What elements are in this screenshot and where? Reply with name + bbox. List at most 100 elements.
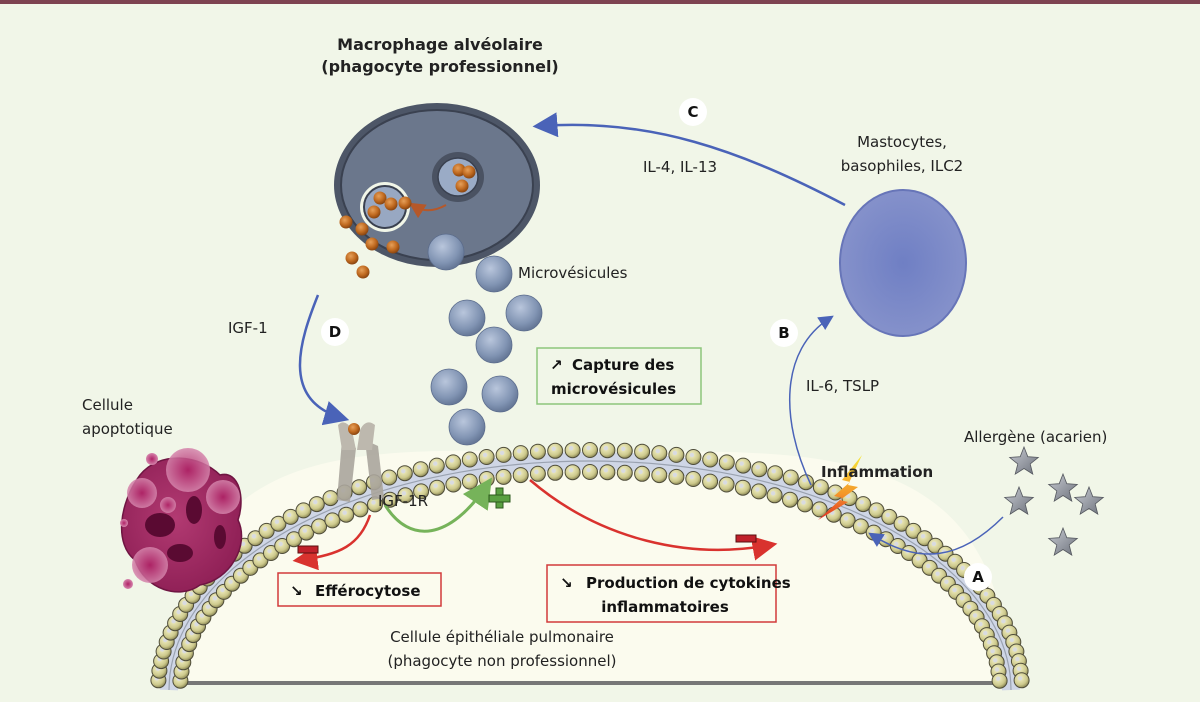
microvesicle (475, 326, 513, 364)
lipid-head (767, 465, 784, 482)
lipid-head (270, 515, 287, 532)
lipid-head (478, 471, 495, 487)
microvesicle (430, 368, 468, 406)
il4-il13-label: IL-4, IL-13 (643, 158, 717, 176)
mast-cell (839, 189, 967, 337)
svg-text:A: A (972, 568, 984, 586)
capture-box: ↗ Capture des microvésicules (536, 347, 702, 405)
lipid-head (782, 469, 799, 486)
apoptotic-body (355, 222, 369, 236)
macrophage-subtitle: (phagocyte professionnel) (321, 57, 558, 76)
lipid-head (529, 443, 546, 460)
lipid-head (564, 464, 581, 481)
svg-text:microvésicules: microvésicules (551, 380, 676, 398)
lipid-head (852, 518, 869, 535)
microvesicle (448, 299, 486, 337)
arrow-a (868, 516, 1004, 555)
allergen-star-icon (1008, 445, 1040, 475)
lipid-head (311, 518, 328, 535)
igf1r-label: IGF-1R (378, 492, 428, 510)
inflammation-label: Inflammation (821, 463, 933, 481)
lipid-head (702, 451, 719, 468)
lipid-head (651, 445, 668, 462)
microvesicle (475, 255, 513, 293)
apoptotic-body (367, 205, 381, 219)
lipid-head (766, 487, 783, 504)
cytokines-box: ↘ Production de cytokines inflammatoires (546, 564, 791, 623)
apoptotic-body (345, 251, 359, 265)
lipid-head (308, 496, 325, 513)
macrophage-title: Macrophage alvéolaire (337, 35, 543, 54)
svg-text:Production de cytokines: Production de cytokines (586, 574, 791, 592)
lipid-head (381, 469, 398, 486)
apoptotic-body (373, 191, 387, 205)
efferocytosis-arrow-icon: ↘ (290, 582, 303, 600)
lipid-head (685, 449, 702, 465)
svg-text:B: B (778, 324, 789, 342)
lipid-head (461, 473, 478, 490)
lipid-head (512, 467, 529, 484)
svg-text:Capture des: Capture des (572, 356, 674, 374)
apoptotic-body (452, 163, 466, 177)
lipid-head (905, 522, 922, 539)
allergen-star-icon (1073, 485, 1105, 515)
lipid-head (811, 501, 828, 518)
arrow-c (532, 112, 846, 207)
lipid-head (495, 468, 512, 485)
apoptotic-label-1: Cellule (82, 396, 133, 414)
internalization-arrow (408, 202, 447, 219)
allergen-label: Allergène (acarien) (964, 428, 1107, 446)
lipid-head (445, 476, 462, 493)
lipid-head (893, 515, 910, 532)
lipid-head (782, 491, 798, 508)
lipid-head (397, 487, 414, 504)
lipid-head (797, 496, 813, 513)
step-d-badge: D (321, 318, 349, 346)
svg-text:Efférocytose: Efférocytose (315, 582, 421, 600)
lipid-head (616, 464, 633, 481)
apoptotic-body (386, 240, 400, 254)
arrow-d (298, 294, 350, 426)
igf1-label: IGF-1 (228, 319, 268, 337)
lipid-head (512, 445, 529, 462)
lipid-head (298, 524, 315, 541)
svg-text:D: D (329, 323, 341, 341)
arrow-b (789, 315, 834, 486)
lipid-head (495, 446, 512, 463)
epithelial-label-1: Cellule épithéliale pulmonaire (390, 628, 614, 646)
lipid-head (634, 465, 651, 482)
lipid-head (413, 483, 430, 500)
lipid-head (445, 454, 462, 471)
lipid-head (734, 479, 751, 496)
svg-text:inflammatoires: inflammatoires (601, 598, 729, 616)
plus-sign (488, 487, 511, 509)
il6-tslp-label: IL-6, TSLP (806, 377, 879, 395)
lipid-head (881, 508, 898, 525)
lipid-head (429, 479, 446, 496)
apoptotic-body (462, 165, 476, 179)
step-b-badge: B (770, 319, 798, 347)
lipid-head (1013, 672, 1030, 689)
lipid-head (616, 442, 633, 459)
microvesicles (427, 233, 543, 446)
lipid-head (258, 522, 275, 539)
lipid-head (751, 461, 768, 478)
lipid-head (868, 502, 885, 519)
minus-sign-cytokines (735, 534, 757, 543)
lipid-head (991, 672, 1008, 689)
lipid-head (839, 512, 856, 529)
lipid-head (412, 461, 429, 478)
arrow-activate-capture (383, 477, 493, 533)
lipid-head (282, 508, 299, 525)
lipid-head (274, 538, 291, 554)
svg-text:C: C (687, 103, 698, 121)
lipid-head (547, 442, 564, 459)
allergen-star-icon (1003, 485, 1035, 515)
efferocytosis-box: ↘ Efférocytose (277, 572, 442, 607)
lipid-head (352, 501, 369, 518)
lipid-head (582, 464, 598, 480)
lipid-head (338, 506, 355, 523)
lipid-head (582, 442, 598, 458)
macrophage-cell (334, 103, 540, 267)
